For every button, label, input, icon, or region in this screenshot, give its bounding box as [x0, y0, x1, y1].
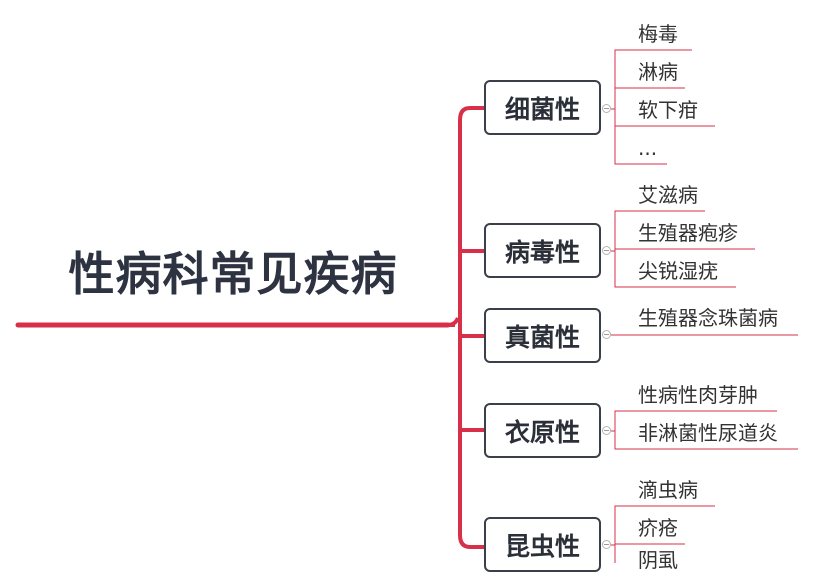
collapse-toggle-icon[interactable]	[602, 246, 611, 255]
leaf-connectors-chlamydial	[611, 410, 798, 450]
leaf-node[interactable]: 性病性肉芽肿	[638, 383, 758, 407]
category-trunk-line	[448, 106, 484, 549]
trunk-join	[447, 317, 460, 327]
category-node-viral[interactable]: 病毒性	[484, 223, 601, 278]
leaf-node[interactable]: 梅毒	[638, 22, 678, 46]
leaf-node[interactable]: 非淋菌性尿道炎	[638, 421, 778, 445]
collapse-toggle-icon[interactable]	[602, 540, 611, 549]
leaf-connectors-insect	[611, 505, 715, 563]
category-node-fungal[interactable]: 真菌性	[484, 308, 601, 363]
category-node-chlamydial[interactable]: 衣原性	[484, 403, 601, 458]
leaf-node[interactable]: 生殖器疱疹	[638, 221, 738, 245]
leaf-node[interactable]: 艾滋病	[638, 183, 698, 207]
collapse-toggle-icon[interactable]	[602, 330, 611, 339]
leaf-node[interactable]: 软下疳	[638, 98, 698, 122]
leaf-node[interactable]: 生殖器念珠菌病	[638, 306, 778, 330]
collapse-toggle-icon[interactable]	[602, 104, 611, 113]
category-node-bacterial[interactable]: 细菌性	[484, 80, 601, 135]
collapse-toggle-icon[interactable]	[602, 426, 611, 435]
leaf-connectors-viral	[611, 210, 755, 288]
root-topic[interactable]: 性病科常见疾病	[68, 247, 398, 301]
category-node-insect[interactable]: 昆虫性	[484, 517, 601, 572]
leaf-connectors-bacterial	[611, 49, 715, 165]
leaf-node[interactable]: 滴虫病	[638, 478, 698, 502]
leaf-node[interactable]: 尖锐湿疣	[638, 259, 718, 283]
leaf-node[interactable]: 疥疮	[638, 516, 678, 540]
leaf-node[interactable]: 阴虱	[638, 548, 678, 572]
leaf-node[interactable]: ...	[638, 136, 658, 160]
leaf-node[interactable]: 淋病	[638, 60, 678, 84]
